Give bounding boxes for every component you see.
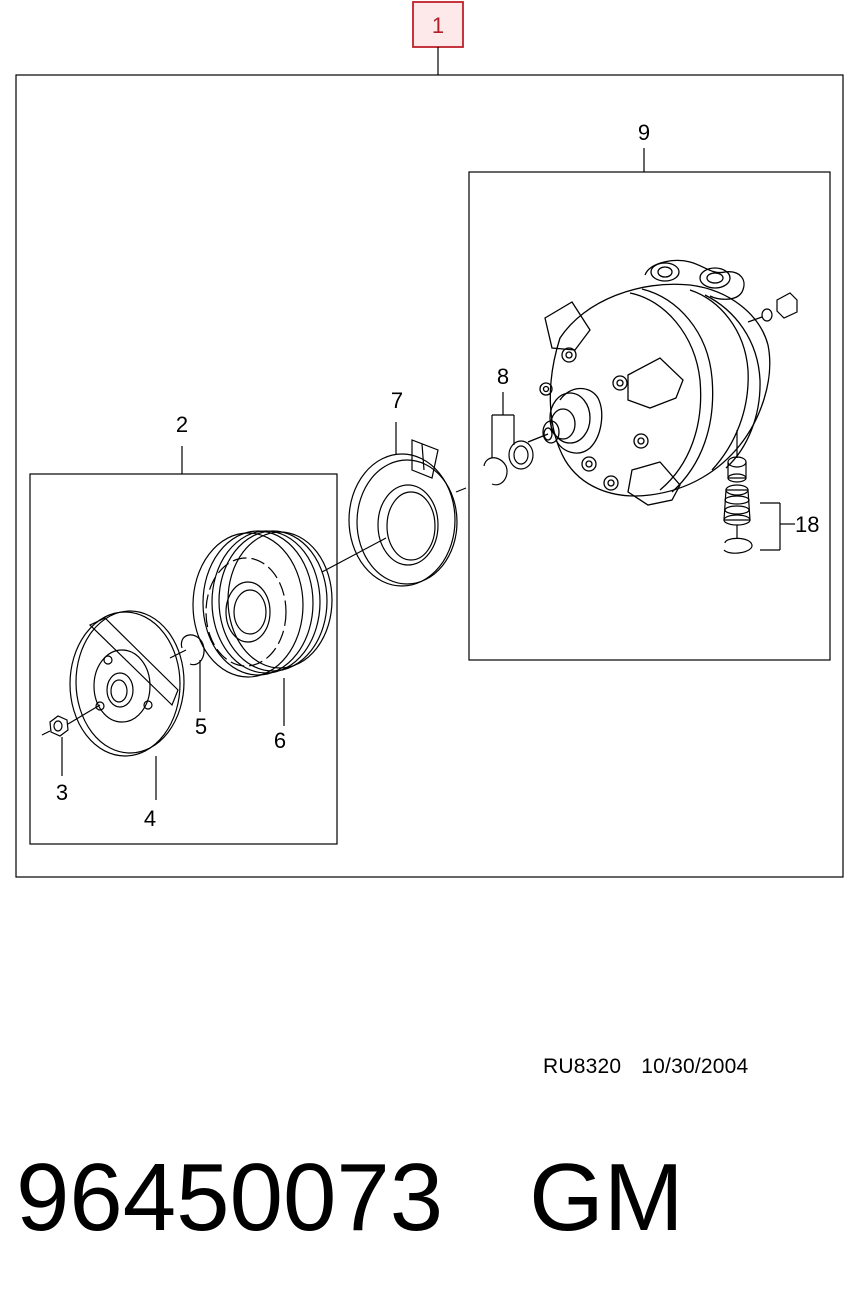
axis-line-2 bbox=[321, 537, 387, 573]
part-number: 96450073 bbox=[16, 1144, 444, 1251]
reference-line: RU8320 10/30/2004 bbox=[543, 1055, 748, 1079]
axis-line bbox=[455, 487, 467, 493]
leader-18 bbox=[760, 502, 795, 551]
callout-9: 9 bbox=[638, 120, 650, 145]
callout-6: 6 bbox=[274, 728, 286, 753]
compressor-frame bbox=[468, 171, 831, 661]
callout-4: 4 bbox=[144, 806, 156, 831]
svg-text:1: 1 bbox=[432, 13, 444, 38]
hex-nut bbox=[41, 704, 101, 776]
brand-name: GM bbox=[529, 1144, 684, 1251]
service-fitting bbox=[747, 292, 798, 323]
callout-3: 3 bbox=[56, 780, 68, 805]
callout-7: 7 bbox=[391, 388, 403, 413]
callout-1[interactable]: 1 bbox=[412, 1, 464, 48]
exploded-diagram: 1 9 2 bbox=[15, 1, 844, 878]
relief-valve bbox=[723, 430, 753, 554]
compressor-body bbox=[527, 259, 771, 506]
callout-5: 5 bbox=[195, 714, 207, 739]
callout-2: 2 bbox=[176, 412, 188, 437]
shaft-seal bbox=[483, 440, 534, 486]
snap-ring bbox=[169, 634, 205, 712]
leader-8 bbox=[491, 392, 515, 458]
callout-8: 8 bbox=[497, 364, 509, 389]
pulley bbox=[192, 530, 333, 726]
clutch-frame bbox=[29, 473, 338, 845]
reference-date: 10/30/2004 bbox=[641, 1055, 749, 1078]
reference-code: RU8320 bbox=[543, 1055, 622, 1078]
clutch-plate bbox=[69, 610, 185, 800]
field-coil bbox=[348, 422, 458, 587]
assembly-frame bbox=[15, 74, 844, 878]
callout-18: 18 bbox=[795, 512, 819, 537]
